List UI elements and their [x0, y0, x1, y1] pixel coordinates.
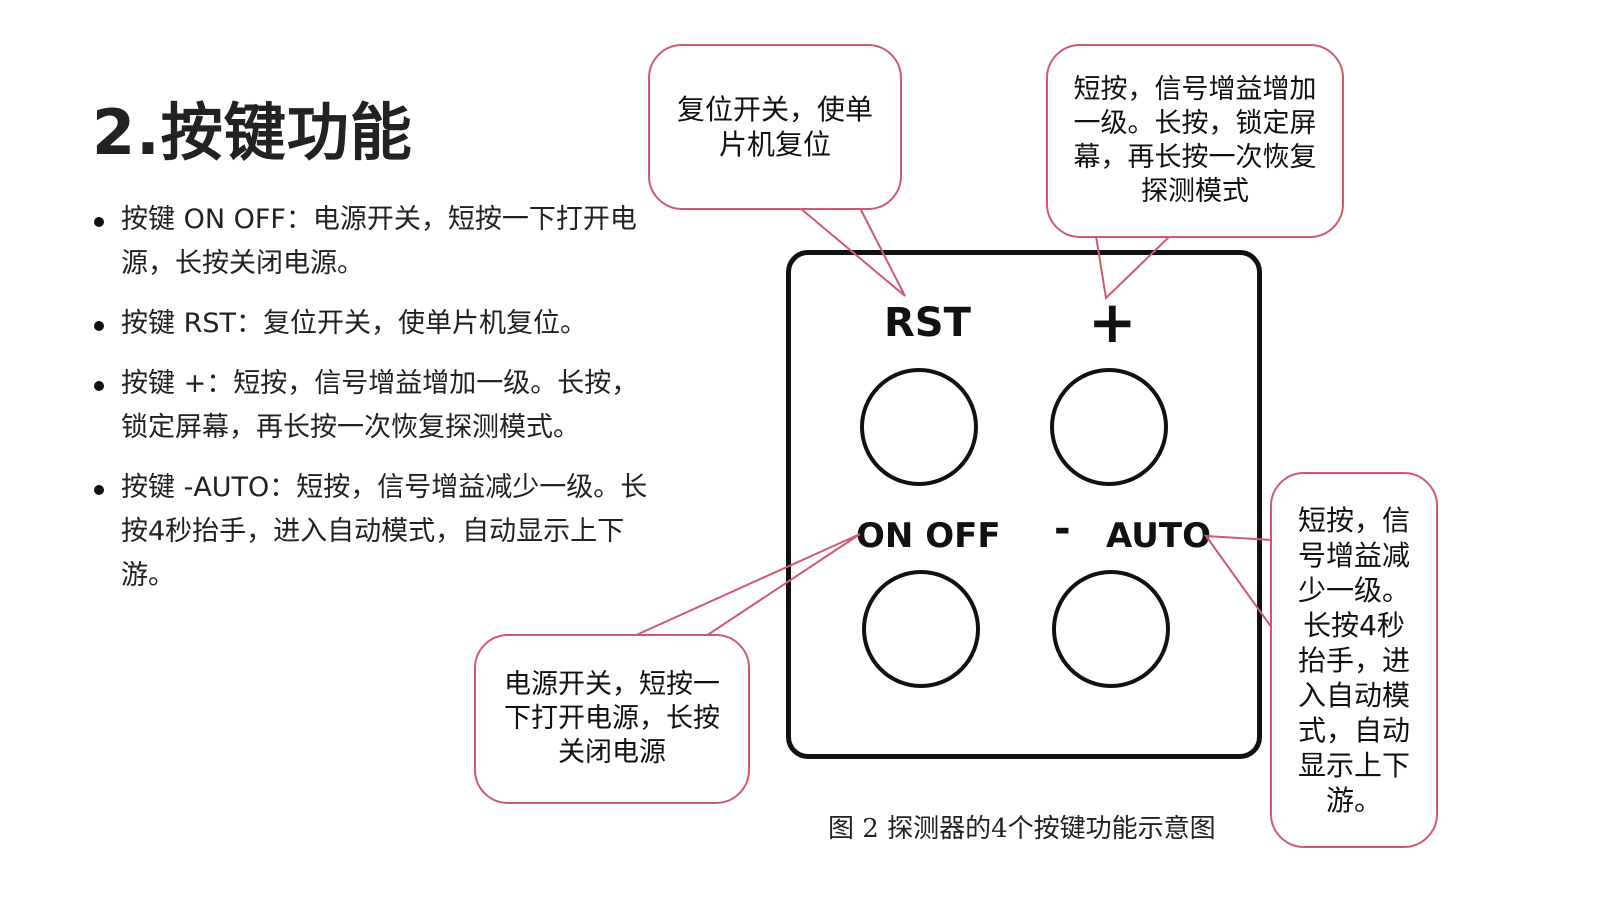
- onoff-callout-text: 电源开关，短按一下打开电源，长按关闭电源: [504, 669, 720, 768]
- list-item: 按键 -AUTO：短按，信号增益减少一级。长按4秒抬手，进入自动模式，自动显示上…: [88, 466, 658, 598]
- auto-callout: 短按，信号增益减少一级。长按4秒抬手，进入自动模式，自动显示上下游。: [1270, 472, 1438, 848]
- plus-button[interactable]: [1050, 368, 1168, 486]
- key-function-list: 按键 ON OFF：电源开关，短按一下打开电源，长按关闭电源。 按键 RST：复…: [88, 198, 658, 614]
- plus-callout-pointer: [1095, 235, 1171, 301]
- list-item: 按键 +：短按，信号增益增加一级。长按，锁定屏幕，再长按一次恢复探测模式。: [88, 362, 658, 450]
- plus-key-label: +: [1088, 288, 1137, 356]
- plus-callout: 短按，信号增益增加一级。长按，锁定屏幕，再长按一次恢复探测模式: [1046, 44, 1344, 238]
- auto-callout-pointer: [1203, 534, 1273, 629]
- list-item: 按键 RST：复位开关，使单片机复位。: [88, 302, 658, 346]
- onoff-callout-pointer: [633, 533, 861, 637]
- auto-button[interactable]: [1052, 570, 1170, 688]
- plus-callout-text: 短按，信号增益增加一级。长按，锁定屏幕，再长按一次恢复探测模式: [1073, 74, 1317, 207]
- minus-key-label: -: [1054, 506, 1071, 552]
- figure-caption: 图 2 探测器的4个按键功能示意图: [828, 814, 1216, 844]
- onoff-key-label: ON OFF: [856, 516, 1001, 556]
- rst-callout: 复位开关，使单片机复位: [648, 44, 902, 210]
- section-title: 2.按键功能: [92, 96, 413, 169]
- auto-callout-text: 短按，信号增益减少一级。长按4秒抬手，进入自动模式，自动显示上下游。: [1297, 503, 1410, 817]
- rst-callout-pointer: [799, 207, 906, 297]
- onoff-button[interactable]: [862, 570, 980, 688]
- rst-button[interactable]: [860, 368, 978, 486]
- list-item: 按键 ON OFF：电源开关，短按一下打开电源，长按关闭电源。: [88, 198, 658, 286]
- device-key-panel: [786, 250, 1262, 759]
- rst-callout-text: 复位开关，使单片机复位: [676, 93, 873, 161]
- auto-key-label: AUTO: [1106, 516, 1211, 556]
- onoff-callout: 电源开关，短按一下打开电源，长按关闭电源: [474, 634, 750, 804]
- rst-key-label: RST: [884, 300, 971, 346]
